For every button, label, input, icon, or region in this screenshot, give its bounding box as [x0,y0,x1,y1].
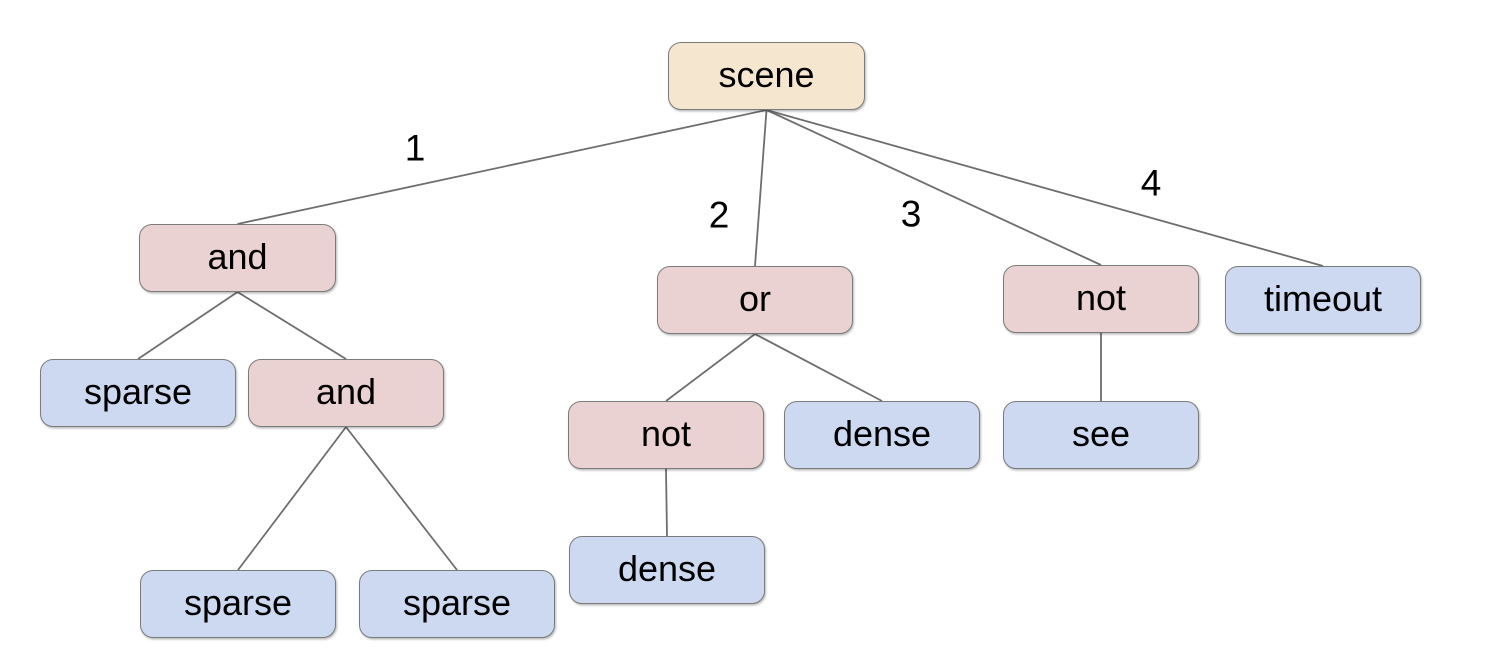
edge-label-1: 1 [404,127,426,169]
tree-node-sparse-1[interactable]: sparse [40,359,236,427]
tree-node-label-or-1: or [738,278,771,319]
edge-connector-scene-timeout-1 [766,109,1324,267]
tree-node-label-not-1: not [1075,277,1127,318]
tree-node-or-1[interactable]: or [657,266,853,334]
tree-node-label-scene: scene [718,54,815,95]
edge-connector-scene-not-1 [766,109,1102,266]
edge-label-3: 3 [900,193,922,235]
tree-node-label-dense-2: dense [617,548,717,589]
edge-connector-and-2-sparse-3 [345,426,458,571]
tree-node-sparse-2[interactable]: sparse [140,570,336,638]
edge-connector-scene-and-1 [237,109,767,225]
tree-node-label-sparse-2: sparse [183,582,293,623]
tree-node-and-2[interactable]: and [248,359,444,427]
tree-node-label-and-1: and [207,236,268,277]
tree-node-label-not-2: not [640,413,692,454]
tree-node-label-and-2: and [315,371,377,412]
edge-connector-not-2-dense-2 [665,468,668,537]
tree-node-not-1[interactable]: not [1003,265,1199,333]
tree-node-scene[interactable]: scene [668,42,865,110]
tree-node-dense-1[interactable]: dense [784,401,980,469]
tree-node-label-sparse-3: sparse [402,582,512,623]
edge-label-4: 4 [1140,162,1162,204]
edge-connector-and-1-and-2 [237,291,347,360]
tree-node-timeout-1[interactable]: timeout [1225,266,1421,334]
tree-node-label-see-1: see [1071,413,1131,454]
edge-label-2: 2 [708,194,730,236]
tree-node-dense-2[interactable]: dense [569,536,765,604]
edge-connector-and-1-sparse-1 [137,291,239,360]
tree-node-and-1[interactable]: and [139,224,336,292]
edge-connector-or-1-dense-1 [754,333,883,402]
tree-node-label-timeout-1: timeout [1263,278,1383,319]
tree-node-label-sparse-1: sparse [83,371,193,412]
tree-node-not-2[interactable]: not [568,401,764,469]
edge-connector-or-1-not-2 [665,333,756,402]
tree-node-sparse-3[interactable]: sparse [359,570,555,638]
tree-node-label-dense-1: dense [832,413,932,454]
tree-node-see-1[interactable]: see [1003,401,1199,469]
edge-connector-scene-or-1 [754,109,768,267]
edge-connector-and-2-sparse-2 [237,426,347,571]
